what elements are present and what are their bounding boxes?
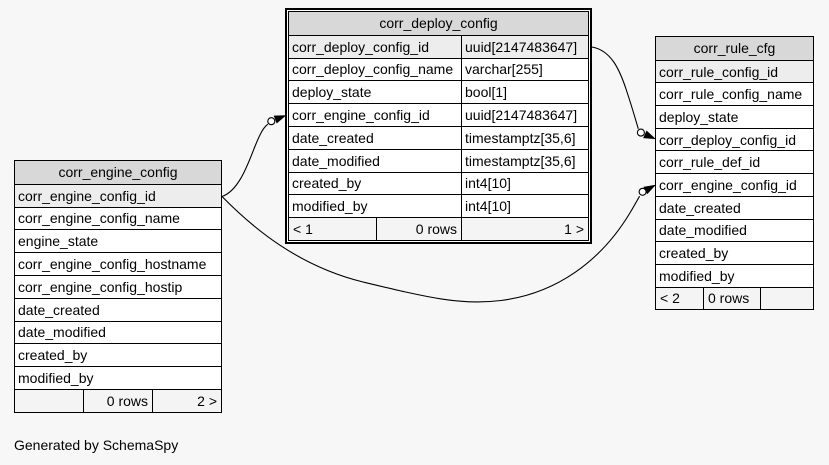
fk-edge-engine-to-deploy: [221, 115, 287, 198]
column-row-corr_engine_config_name: corr_engine_config_name: [15, 206, 221, 230]
column-name-label: corr_engine_config_name: [18, 210, 180, 227]
arrowhead-icon: [273, 115, 287, 124]
column-name-label: date_created: [18, 301, 100, 318]
column-name-label: corr_rule_config_id: [659, 63, 779, 80]
fk-edge-deploy-to-rule: [591, 46, 656, 140]
column-name-label: deploy_state: [289, 81, 462, 104]
fk-edge-engine-to-rule: [221, 184, 656, 303]
column-name-label: corr_engine_config_id: [289, 104, 462, 126]
column-row-corr_engine_config_hostname: corr_engine_config_hostname: [15, 252, 221, 275]
column-row-modified_by: modified_by: [15, 366, 221, 389]
column-row-created_by: created_by: [15, 343, 221, 367]
table-title[interactable]: corr_engine_config: [15, 161, 221, 184]
footer-row-count: 0 rows: [377, 218, 462, 240]
column-type-label: uuid[2147483647]: [465, 38, 578, 55]
footer-page-right: 1 >: [564, 221, 584, 238]
column-name-label: corr_deploy_config_name: [289, 58, 462, 81]
column-name-label: date_modified: [289, 149, 462, 172]
column-type-label: int4[10]: [465, 175, 511, 192]
column-row-created_by: created_by: [656, 241, 813, 264]
column-name-label: created_by: [289, 172, 462, 195]
column-row-corr_deploy_config_id: corr_deploy_config_id: [656, 127, 813, 151]
column-name-label: corr_rule_def_id: [659, 154, 761, 171]
footer-page-left: < 2: [656, 287, 704, 310]
column-row-date_modified: date_modified: [15, 320, 221, 344]
footer-row-count: 0 rows: [704, 287, 761, 310]
column-name-label: created_by: [659, 245, 729, 262]
column-type-label: timestamptz[35,6]: [465, 129, 576, 146]
column-name-label: modified_by: [289, 195, 462, 218]
table-footer: 0 rows 2 >: [15, 388, 221, 412]
column-name-label: engine_state: [18, 233, 99, 250]
footer-page-left: [15, 389, 84, 412]
arrowhead-icon: [643, 184, 656, 195]
fk-edge-line: [591, 46, 639, 129]
column-row-corr_rule_config_id: corr_rule_config_id: [656, 59, 813, 83]
column-name-label: corr_engine_config_hostip: [18, 278, 183, 295]
arrowhead-icon: [643, 130, 656, 140]
column-type-label: uuid[2147483647]: [465, 107, 578, 124]
generated-by-caption: Generated by SchemaSpy: [14, 437, 179, 453]
column-name-label: corr_rule_config_name: [659, 86, 803, 103]
footer-page-right: 2 >: [197, 392, 217, 409]
odot-marker-icon: [636, 128, 645, 137]
footer-page-right: [761, 288, 813, 310]
column-row-corr_engine_config_id: corr_engine_config_id: [656, 173, 813, 196]
table-corr_rule_cfg[interactable]: corr_rule_cfg corr_rule_config_id corr_rul…: [655, 36, 814, 311]
column-row-corr_rule_def_id: corr_rule_def_id: [656, 150, 813, 174]
footer-page-left: < 1: [289, 218, 377, 240]
column-row-date_modified: date_modified: [656, 218, 813, 242]
column-row-date_created: date_created: [15, 297, 221, 321]
fk-edge-line: [221, 123, 269, 198]
fk-edge-line: [221, 195, 641, 303]
footer-row-count: 0 rows: [84, 389, 153, 412]
column-name-label: corr_engine_config_id: [659, 176, 797, 193]
column-type-label: int4[10]: [465, 198, 511, 215]
column-name-label: modified_by: [18, 370, 94, 387]
table-title[interactable]: corr_rule_cfg: [656, 37, 813, 60]
column-name-label: corr_deploy_config_id: [659, 131, 796, 148]
column-name-label: deploy_state: [659, 108, 739, 125]
column-name-label: corr_deploy_config_id: [289, 35, 462, 58]
column-type-label: bool[1]: [465, 84, 508, 101]
table-title[interactable]: corr_deploy_config: [289, 12, 588, 35]
column-name-label: created_by: [18, 347, 88, 364]
column-name-label: corr_engine_config_id: [18, 187, 156, 204]
column-row-date_created: date_created: [656, 195, 813, 219]
column-row-modified_by: modified_by: [656, 263, 813, 287]
column-name-label: corr_engine_config_hostname: [18, 256, 207, 273]
column-name-label: date_created: [659, 199, 741, 216]
column-row-engine_state: engine_state: [15, 229, 221, 253]
column-type-label: timestamptz[35,6]: [465, 152, 576, 169]
column-type-label: varchar[255]: [465, 61, 543, 78]
column-row-corr_engine_config_hostip: corr_engine_config_hostip: [15, 274, 221, 298]
column-row-corr_rule_config_name: corr_rule_config_name: [656, 82, 813, 106]
column-name-label: date_modified: [18, 324, 106, 341]
odot-marker-icon: [267, 117, 276, 126]
column-row-deploy_state: deploy_state: [656, 105, 813, 128]
column-row-corr_engine_config_id: corr_engine_config_id: [15, 183, 221, 207]
column-name-label: modified_by: [659, 267, 735, 284]
column-name-label: date_created: [289, 126, 462, 149]
column-name-label: date_modified: [659, 222, 747, 239]
